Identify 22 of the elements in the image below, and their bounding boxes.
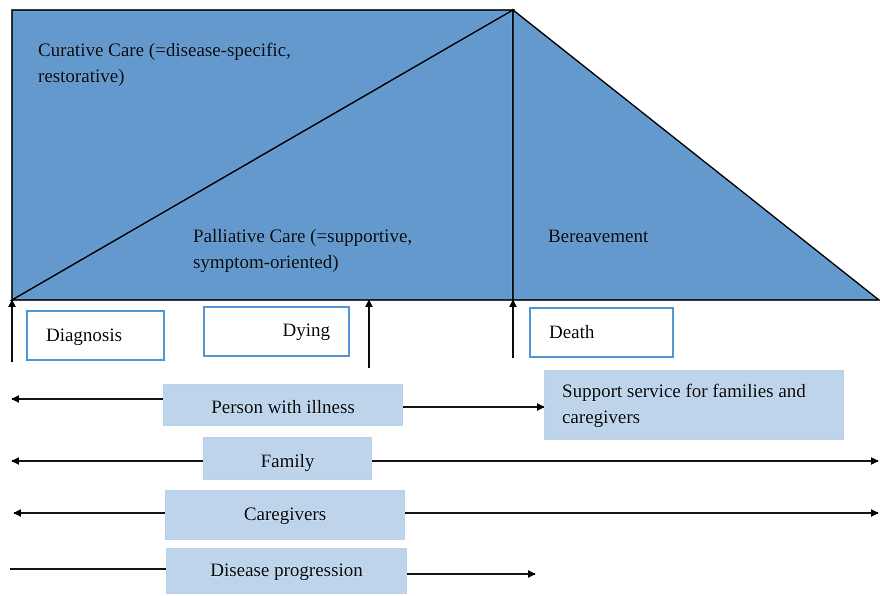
role-box: Disease progression	[166, 548, 407, 594]
arrow	[509, 299, 517, 358]
milestone-box: Diagnosis	[26, 310, 165, 361]
role-box: Support service for families and caregivers	[544, 370, 844, 440]
line	[10, 568, 166, 570]
arrow	[11, 395, 163, 403]
region-label: Curative Care (=disease-specific, restorative)	[38, 39, 292, 89]
role-box: Family	[203, 437, 372, 480]
arrow	[405, 509, 879, 517]
arrow	[365, 299, 373, 368]
arrow	[403, 403, 545, 411]
arrow	[13, 509, 165, 517]
role-box: Person with illness	[163, 384, 403, 426]
arrow	[407, 570, 536, 578]
milestone-box: Death	[529, 307, 674, 358]
arrow	[8, 299, 16, 362]
arrow	[11, 457, 203, 465]
region-label: Bereavement	[548, 225, 650, 249]
role-box: Caregivers	[165, 490, 405, 540]
milestone-box: Dying	[203, 306, 350, 357]
arrow	[372, 457, 879, 465]
region-label: Palliative Care (=supportive, symptom-oriented)	[193, 225, 414, 275]
